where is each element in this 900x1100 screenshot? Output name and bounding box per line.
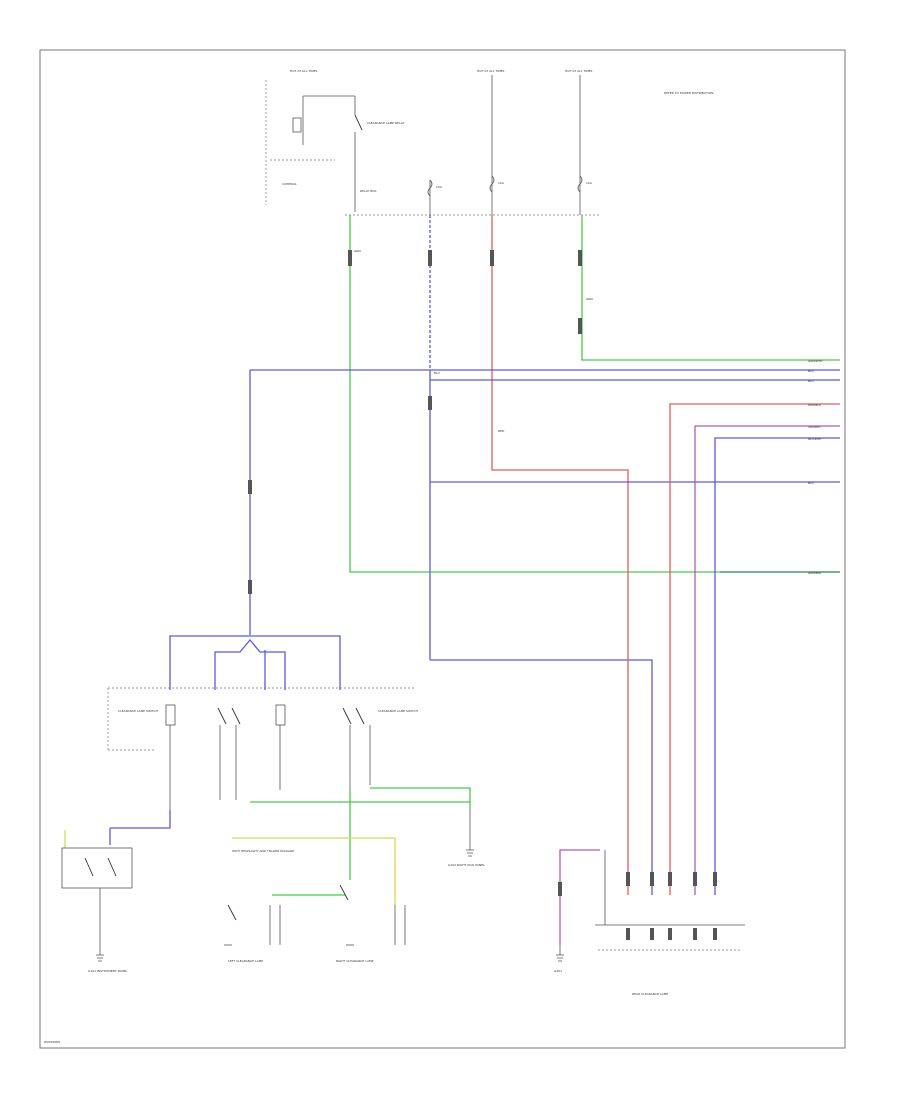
fuse-2: 10A: [489, 175, 505, 193]
left-bottom-relay: [61, 847, 133, 962]
ground-right-label: G301: [554, 969, 562, 973]
left-lamp: [224, 904, 281, 946]
connector-label-c1: GRN: [354, 249, 361, 253]
right-label-8: GRN/BLK: [808, 571, 822, 575]
right-label-6: BLU/WHT: [808, 437, 822, 441]
fuse-3: 10A: [577, 175, 593, 193]
svg-text:10A: 10A: [586, 181, 593, 185]
switch-block: [165, 704, 371, 810]
right-label-1: GRN/WHT: [808, 359, 823, 363]
top-right-note: REFER TO POWER DISTRIBUTION: [664, 91, 713, 95]
power-source-label-1: HOT AT ALL TIMES: [290, 69, 318, 73]
relay-box-label: RELAY BOX: [360, 189, 377, 193]
relay-label: CLEARANCE LAMP RELAY: [367, 121, 405, 125]
footer-code: W0000000: [44, 1040, 60, 1044]
right-label-3: BLU: [808, 379, 814, 383]
right-lamp: [339, 884, 406, 946]
right-label-5: VIO/RED: [808, 425, 821, 429]
right-label-7: BLU: [808, 481, 814, 485]
ground-mid: [466, 808, 474, 857]
right-label-4: RED/BLK: [808, 403, 822, 407]
left-lamp-label: LEFT CLEARANCE LAMP: [228, 959, 263, 963]
wire-green-left: [349, 215, 840, 573]
right-switch-label: CLEARANCE LAMP SWITCH: [378, 709, 418, 713]
clearance-lamp-relay: CLEARANCE LAMP RELAY: [292, 95, 405, 212]
connector-label-c2: BLU: [434, 371, 440, 375]
connector-label-c4: GRN: [586, 297, 593, 301]
wire-green-right: [581, 215, 840, 361]
center-note: WITH HEADLIGHT AND TRAILER PACKAGE: [232, 849, 294, 853]
rear-lamp-label: REAR CLEARANCE LAMP: [632, 992, 668, 996]
left-switch-label: CLEARANCE LAMP SWITCH: [118, 709, 158, 713]
right-lamp-label: RIGHT CLEARANCE LAMP: [336, 959, 374, 963]
diagram-frame: [39, 49, 846, 1049]
wire-red: [491, 215, 629, 895]
ground-left-label: G101 INSTRUMENT PANEL: [88, 969, 127, 973]
power-source-label-2: HOT AT ALL TIMES: [477, 69, 505, 73]
right-label-2: BLU: [808, 369, 814, 373]
ground-right: [556, 945, 564, 962]
connector-label-c3: RED: [498, 429, 505, 433]
ground-mid-label: G102 RIGHT KICK PANEL: [448, 863, 485, 867]
power-source-label-3: HOT AT ALL TIMES: [565, 69, 593, 73]
svg-text:10A: 10A: [498, 181, 505, 185]
rear-connector: [595, 850, 745, 951]
control-label: CONTROL: [282, 182, 297, 186]
connectors: [248, 250, 582, 594]
fuse-1: 10A: [427, 179, 443, 197]
svg-text:10A: 10A: [436, 185, 443, 189]
